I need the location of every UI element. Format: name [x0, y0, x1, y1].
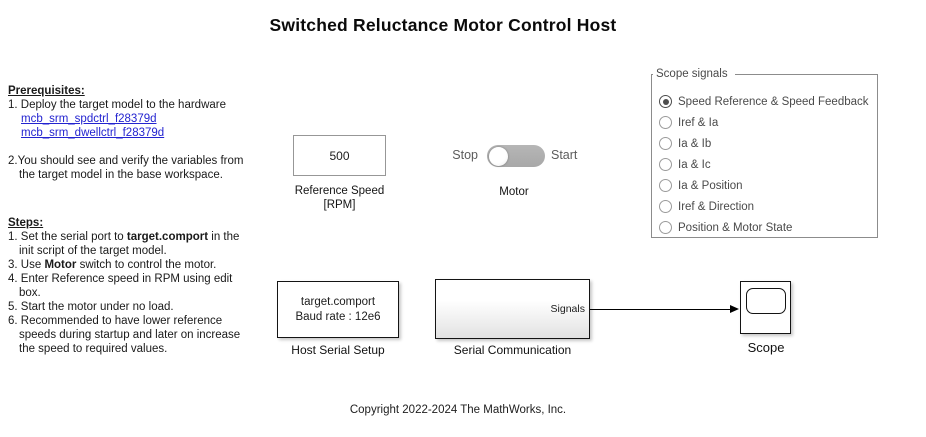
reference-speed-input[interactable]: [293, 135, 386, 176]
steps-item1-line1: 1. Set the serial port to target.comport…: [8, 231, 240, 243]
motor-toggle-switch[interactable]: [487, 145, 545, 167]
switch-start-label: Start: [551, 148, 578, 162]
radio-ia-position[interactable]: Ia & Position: [659, 175, 876, 196]
motor-switch-caption: Motor: [499, 186, 529, 198]
radio-button-icon: [659, 116, 672, 129]
signal-wire: [590, 309, 731, 311]
serial-communication-caption: Serial Communication: [453, 343, 572, 357]
steps-item6-line1: 6. Recommended to have lower reference: [8, 315, 223, 327]
link-mcb-srm-dwellctrl[interactable]: mcb_srm_dwellctrl_f28379d: [21, 127, 165, 139]
switch-stop-label: Stop: [452, 148, 478, 162]
radio-speed-reference-feedback[interactable]: Speed Reference & Speed Feedback: [659, 91, 876, 112]
scope-signals-legend: Scope signals: [653, 67, 735, 81]
steps-item1-line2: init script of the target model.: [19, 245, 167, 257]
host-serial-setup-caption: Host Serial Setup: [291, 343, 385, 357]
page-title: Switched Reluctance Motor Control Host: [269, 15, 617, 35]
radio-ia-ib[interactable]: Ia & Ib: [659, 133, 876, 154]
scope-caption: Scope: [747, 340, 785, 355]
steps-item5: 5. Start the motor under no load.: [8, 301, 174, 313]
radio-button-icon: [659, 95, 672, 108]
radio-button-icon: [659, 179, 672, 192]
radio-button-icon: [659, 200, 672, 213]
steps-item3: 3. Use Motor switch to control the motor…: [8, 259, 217, 271]
scope-signals-border: [651, 74, 878, 238]
radio-button-icon: [659, 158, 672, 171]
radio-button-icon: [659, 221, 672, 234]
steps-note: Steps: 1. Set the serial port to target.…: [8, 216, 300, 356]
steps-item6-line2: speeds during startup and later on incre…: [19, 329, 241, 341]
steps-heading: Steps:: [8, 217, 44, 229]
prerequisites-item1: 1. Deploy the target model to the hardwa…: [8, 99, 226, 111]
scope-signals-group: Scope signals Speed Reference & Speed Fe…: [651, 67, 878, 238]
prerequisites-item2-line1: 2.You should see and verify the variable…: [8, 155, 244, 167]
radio-iref-ia[interactable]: Iref & Ia: [659, 112, 876, 133]
steps-item4-line1: 4. Enter Reference speed in RPM using ed…: [8, 273, 233, 285]
steps-item6-line3: the speed to required values.: [19, 343, 168, 355]
scope-block[interactable]: [740, 281, 791, 334]
radio-button-icon: [659, 137, 672, 150]
scope-signals-options: Speed Reference & Speed Feedback Iref & …: [659, 91, 876, 238]
reference-speed-label: Reference Speed [RPM]: [294, 185, 385, 211]
signals-port-label: Signals: [550, 303, 585, 315]
radio-position-motor-state[interactable]: Position & Motor State: [659, 217, 876, 238]
link-mcb-srm-spdctrl[interactable]: mcb_srm_spdctrl_f28379d: [21, 113, 157, 125]
radio-ia-ic[interactable]: Ia & Ic: [659, 154, 876, 175]
prerequisites-note: Prerequisites: 1. Deploy the target mode…: [8, 84, 300, 182]
switch-knob[interactable]: [488, 146, 508, 166]
scope-screen-icon: [746, 288, 786, 314]
copyright-text: Copyright 2022-2024 The MathWorks, Inc.: [349, 404, 567, 416]
host-serial-setup-block[interactable]: target.comport Baud rate : 12e6: [277, 281, 399, 338]
radio-iref-direction[interactable]: Iref & Direction: [659, 196, 876, 217]
arrowhead-icon: [730, 305, 739, 314]
prerequisites-item2-line2: the target model in the base workspace.: [19, 169, 223, 181]
serial-communication-block[interactable]: Signals: [435, 279, 590, 339]
prerequisites-heading: Prerequisites:: [8, 85, 85, 97]
steps-item4-line2: box.: [19, 287, 41, 299]
